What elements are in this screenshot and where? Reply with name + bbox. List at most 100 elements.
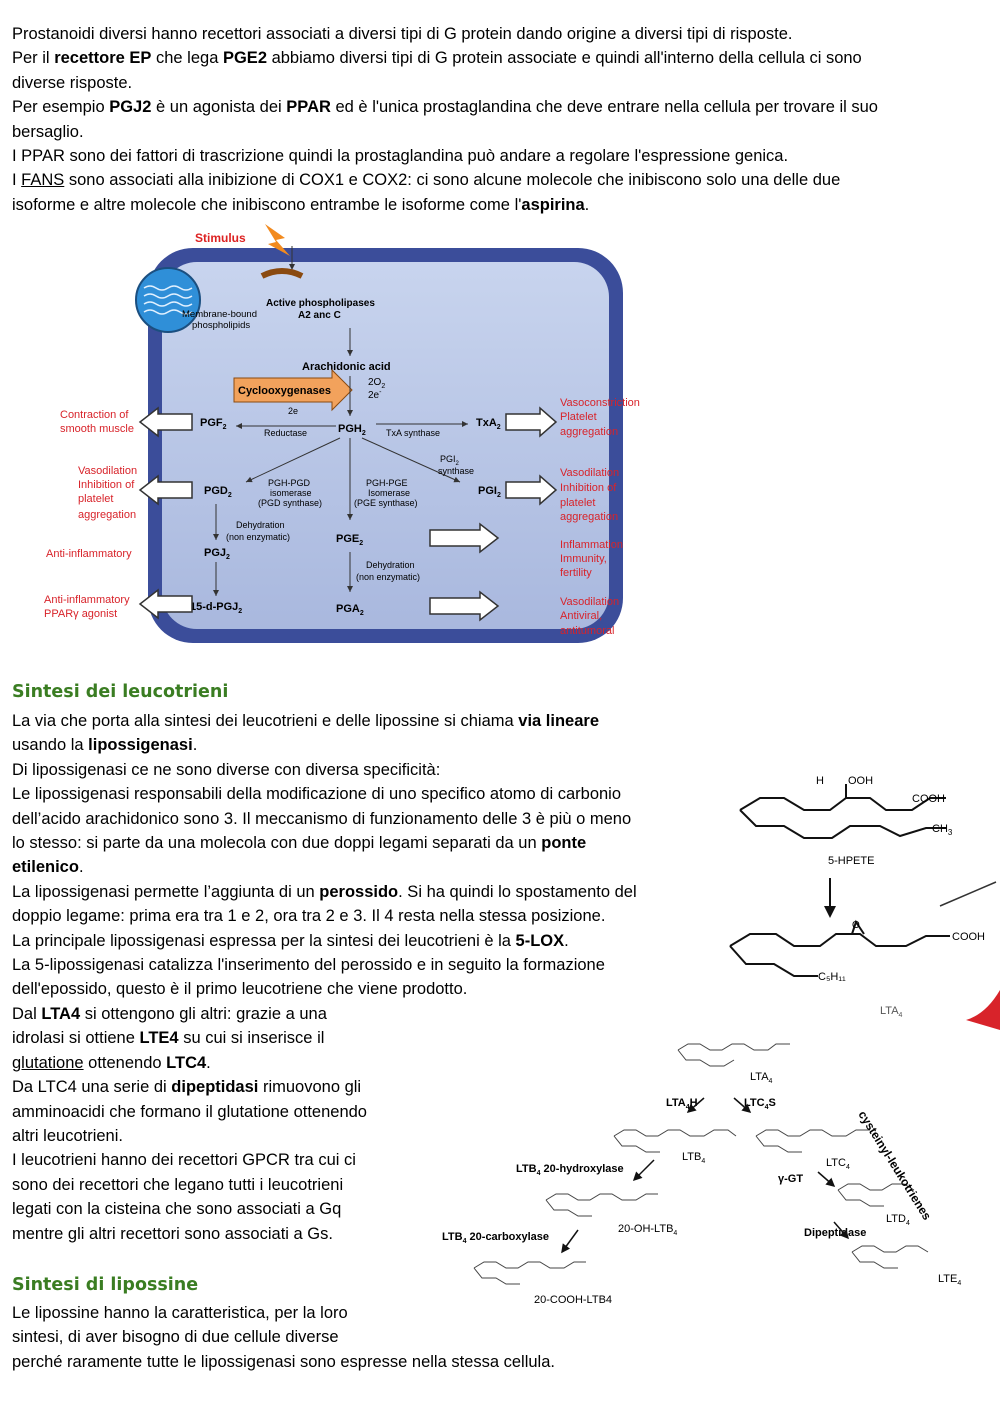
stimulus-label: Stimulus	[195, 231, 246, 245]
svg-text:Antiviral,: Antiviral,	[560, 610, 602, 622]
output-arrow	[138, 588, 193, 620]
svg-text:LTA4H: LTA4H	[666, 1097, 698, 1111]
leucotrieni-paragraph: La via che porta alla sintesi dei leucot…	[12, 712, 637, 1243]
intro-line: Prostanoidi diversi hanno recettori asso…	[12, 25, 793, 43]
svg-text:LTA4: LTA4	[750, 1071, 773, 1085]
hpete-chain	[739, 797, 931, 811]
svg-text:isomerase: isomerase	[270, 488, 312, 498]
svg-text:Anti-inflammatory: Anti-inflammatory	[46, 548, 132, 560]
svg-text:Vasodilation: Vasodilation	[560, 467, 619, 479]
svg-text:TxA2: TxA2	[476, 417, 501, 431]
svg-text:PGJ2: PGJ2	[204, 547, 230, 561]
svg-text:LTB4 20-carboxylase: LTB4 20-carboxylase	[442, 1231, 549, 1245]
svg-text:20-COOH-LTB4: 20-COOH-LTB4	[534, 1294, 612, 1306]
red-corner-decoration	[966, 990, 1000, 1030]
svg-text:Membrane-bound: Membrane-bound	[182, 309, 257, 320]
svg-text:20-OH-LTB4: 20-OH-LTB4	[618, 1223, 677, 1237]
svg-text:COOH: COOH	[912, 793, 945, 805]
svg-text:(PGE synthase): (PGE synthase)	[354, 498, 418, 508]
svg-text:Dipeptidase: Dipeptidase	[804, 1227, 866, 1239]
lta4-chain	[729, 933, 950, 947]
svg-text:PGH-PGE: PGH-PGE	[366, 478, 408, 488]
intro-line: I FANS sono associati alla inibizione di…	[12, 171, 841, 190]
intro-line: Per il recettore EP che lega PGE2 abbiam…	[12, 49, 862, 68]
svg-text:aggregation: aggregation	[560, 511, 618, 523]
curved-arrow-icon	[260, 268, 304, 279]
intro-paragraph: Prostanoidi diversi hanno recettori asso…	[12, 22, 878, 217]
molecule-sketch	[677, 1043, 790, 1051]
svg-text:LTB4: LTB4	[682, 1151, 705, 1165]
svg-text:synthase: synthase	[438, 466, 474, 476]
svg-text:fertility: fertility	[560, 567, 592, 579]
svg-text:Inhibition of: Inhibition of	[78, 479, 135, 491]
svg-text:Anti-inflammatory: Anti-inflammatory	[44, 594, 130, 606]
svg-text:OOH: OOH	[848, 775, 873, 787]
intro-line: Per esempio PGJ2 è un agonista dei PPAR …	[12, 98, 878, 117]
section-heading-leucotrieni: Sintesi dei leucotrieni	[12, 682, 229, 702]
svg-text:A2 anc C: A2 anc C	[298, 310, 341, 321]
svg-text:H: H	[816, 775, 824, 787]
svg-text:Active phospholipases: Active phospholipases	[266, 298, 375, 309]
output-arrow	[429, 590, 500, 622]
svg-text:(non enzymatic): (non enzymatic)	[226, 532, 290, 542]
intro-line: isoforme e altre molecole che inibiscono…	[12, 195, 590, 214]
svg-text:Platelet: Platelet	[560, 411, 597, 423]
svg-text:Contraction of: Contraction of	[60, 409, 129, 421]
svg-text:2e: 2e	[288, 406, 298, 416]
svg-text:2O2: 2O2	[368, 377, 385, 390]
svg-text:γ-GT: γ-GT	[778, 1173, 803, 1185]
output-arrow	[138, 406, 193, 438]
svg-text:smooth muscle: smooth muscle	[60, 423, 134, 435]
svg-text:Vasodilation: Vasodilation	[560, 596, 619, 608]
svg-text:aggregation: aggregation	[78, 509, 136, 521]
output-arrow	[505, 474, 558, 506]
svg-text:LTD4: LTD4	[886, 1213, 910, 1227]
svg-text:PGH2: PGH2	[338, 423, 366, 437]
membrane-vesicle-icon	[135, 267, 201, 333]
svg-text:aggregation: aggregation	[560, 426, 618, 438]
svg-text:PPARγ agonist: PPARγ agonist	[44, 608, 117, 620]
svg-text:phospholipids: phospholipids	[192, 320, 250, 331]
svg-text:CH3: CH3	[932, 823, 953, 837]
cyclooxygenase-arrow	[233, 368, 353, 412]
svg-text:PGD2: PGD2	[204, 485, 232, 499]
svg-text:Dehydration: Dehydration	[366, 560, 415, 570]
leukotriene-cascade-figure: LTA4 LTA4H LTC4S LTB4 LTC4 LTB4 20-hydro…	[442, 1043, 961, 1306]
svg-text:O: O	[852, 920, 860, 931]
svg-text:Inflammation: Inflammation	[560, 539, 623, 551]
svg-text:Cyclooxygenases: Cyclooxygenases	[238, 385, 331, 397]
svg-text:LTB4 20-hydroxylase: LTB4 20-hydroxylase	[516, 1163, 624, 1177]
svg-text:(non enzymatic): (non enzymatic)	[356, 572, 420, 582]
svg-text:PGE2: PGE2	[336, 533, 363, 547]
svg-text:Dehydration: Dehydration	[236, 520, 285, 530]
svg-text:Vasodilation: Vasodilation	[78, 465, 137, 477]
svg-text:PGH-PGD: PGH-PGD	[268, 478, 311, 488]
svg-text:LTE4: LTE4	[938, 1273, 961, 1287]
svg-text:Arachidonic acid: Arachidonic acid	[302, 361, 391, 373]
svg-text:platelet: platelet	[78, 493, 113, 505]
svg-text:Immunity,: Immunity,	[560, 553, 607, 565]
svg-text:antitumoral: antitumoral	[560, 625, 614, 637]
intro-line: bersaglio.	[12, 122, 84, 141]
section-heading-lipossine: Sintesi di lipossine	[12, 1275, 199, 1295]
prostanoid-pathway-diagram: Stimulus Membrane-bound phospholipids Ac…	[44, 224, 640, 643]
svg-text:C₅H₁₁: C₅H₁₁	[818, 971, 846, 983]
svg-text:Inhibition of: Inhibition of	[560, 482, 617, 494]
svg-text:TxA synthase: TxA synthase	[386, 428, 440, 438]
svg-text:PGI2: PGI2	[440, 454, 460, 467]
output-arrow	[429, 522, 500, 554]
svg-text:COOH: COOH	[952, 931, 985, 943]
svg-text:PGF2: PGF2	[200, 417, 227, 431]
output-arrow	[505, 406, 558, 438]
svg-text:2e-: 2e-	[368, 389, 382, 401]
svg-text:LTA4: LTA4	[880, 1005, 903, 1019]
svg-text:cysteinyl-leukotrienes: cysteinyl-leukotrienes	[855, 1108, 934, 1223]
lightning-icon	[265, 224, 290, 256]
intro-line: diverse risposte.	[12, 73, 133, 92]
svg-text:LTC4S: LTC4S	[744, 1097, 776, 1111]
svg-text:PGI2: PGI2	[478, 485, 501, 499]
intro-line: I PPAR sono dei fattori di trascrizione …	[12, 147, 789, 166]
svg-text:Vasoconstriction: Vasoconstriction	[560, 397, 640, 409]
svg-text:Isomerase: Isomerase	[368, 488, 410, 498]
svg-text:5-HPETE: 5-HPETE	[828, 855, 874, 867]
